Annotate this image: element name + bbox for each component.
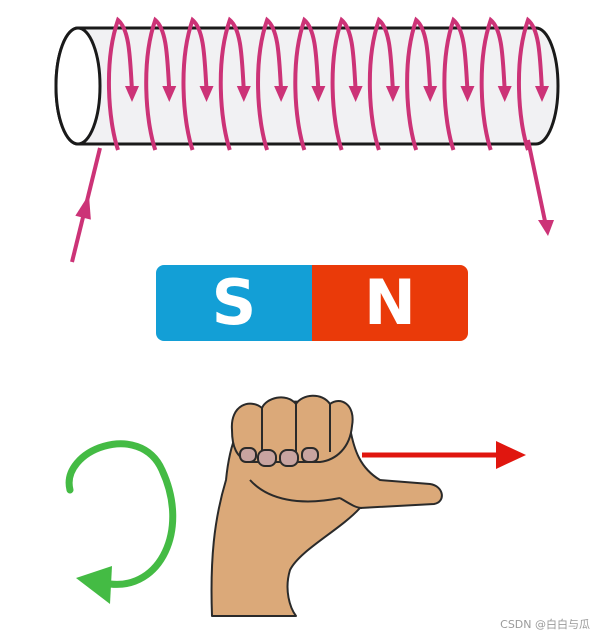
coil-current-arrow-icon xyxy=(535,86,549,102)
coil-current-arrow-icon xyxy=(497,86,512,102)
right-arrow-icon xyxy=(362,441,526,469)
coil-current-arrow-icon xyxy=(385,86,400,102)
output-wire-arrow-icon xyxy=(538,220,554,236)
coil-turn xyxy=(293,16,321,151)
coil-turn xyxy=(181,16,209,151)
right-hand-thumb-icon xyxy=(210,394,443,617)
coil-turn xyxy=(517,16,544,151)
solenoid-left-end xyxy=(54,26,102,146)
south-pole: S xyxy=(156,265,312,341)
coil-current-arrow-icon xyxy=(125,86,139,102)
coil-turn xyxy=(479,16,507,151)
counterclockwise-arrow-icon xyxy=(65,440,177,604)
solenoid-coils xyxy=(107,16,549,151)
coil-current-arrow-icon xyxy=(162,86,177,102)
coil-current-arrow-icon xyxy=(423,86,438,102)
coil-turn xyxy=(330,16,358,151)
north-pole-label: N xyxy=(364,266,416,339)
coil-turn xyxy=(405,16,433,151)
coil-turn xyxy=(107,16,134,151)
input-wire-arrow-icon xyxy=(75,194,91,220)
bar-magnet: S N xyxy=(156,265,468,341)
coil-current-arrow-icon xyxy=(199,86,214,102)
coil-current-arrow-icon xyxy=(348,86,363,102)
coil-current-arrow-icon xyxy=(460,86,475,102)
coil-turn xyxy=(144,16,172,151)
north-pole: N xyxy=(312,265,468,341)
coil-turn xyxy=(442,16,470,151)
coil-turn xyxy=(218,16,246,151)
watermark: CSDN @白白与瓜 xyxy=(500,618,590,631)
coil-turn xyxy=(256,16,284,151)
solenoid xyxy=(54,16,560,263)
south-pole-label: S xyxy=(211,266,257,339)
coil-current-arrow-icon xyxy=(274,86,289,102)
coil-current-arrow-icon xyxy=(236,86,251,102)
coil-turn xyxy=(367,16,395,151)
coil-current-arrow-icon xyxy=(311,86,326,102)
output-wire xyxy=(526,139,548,227)
